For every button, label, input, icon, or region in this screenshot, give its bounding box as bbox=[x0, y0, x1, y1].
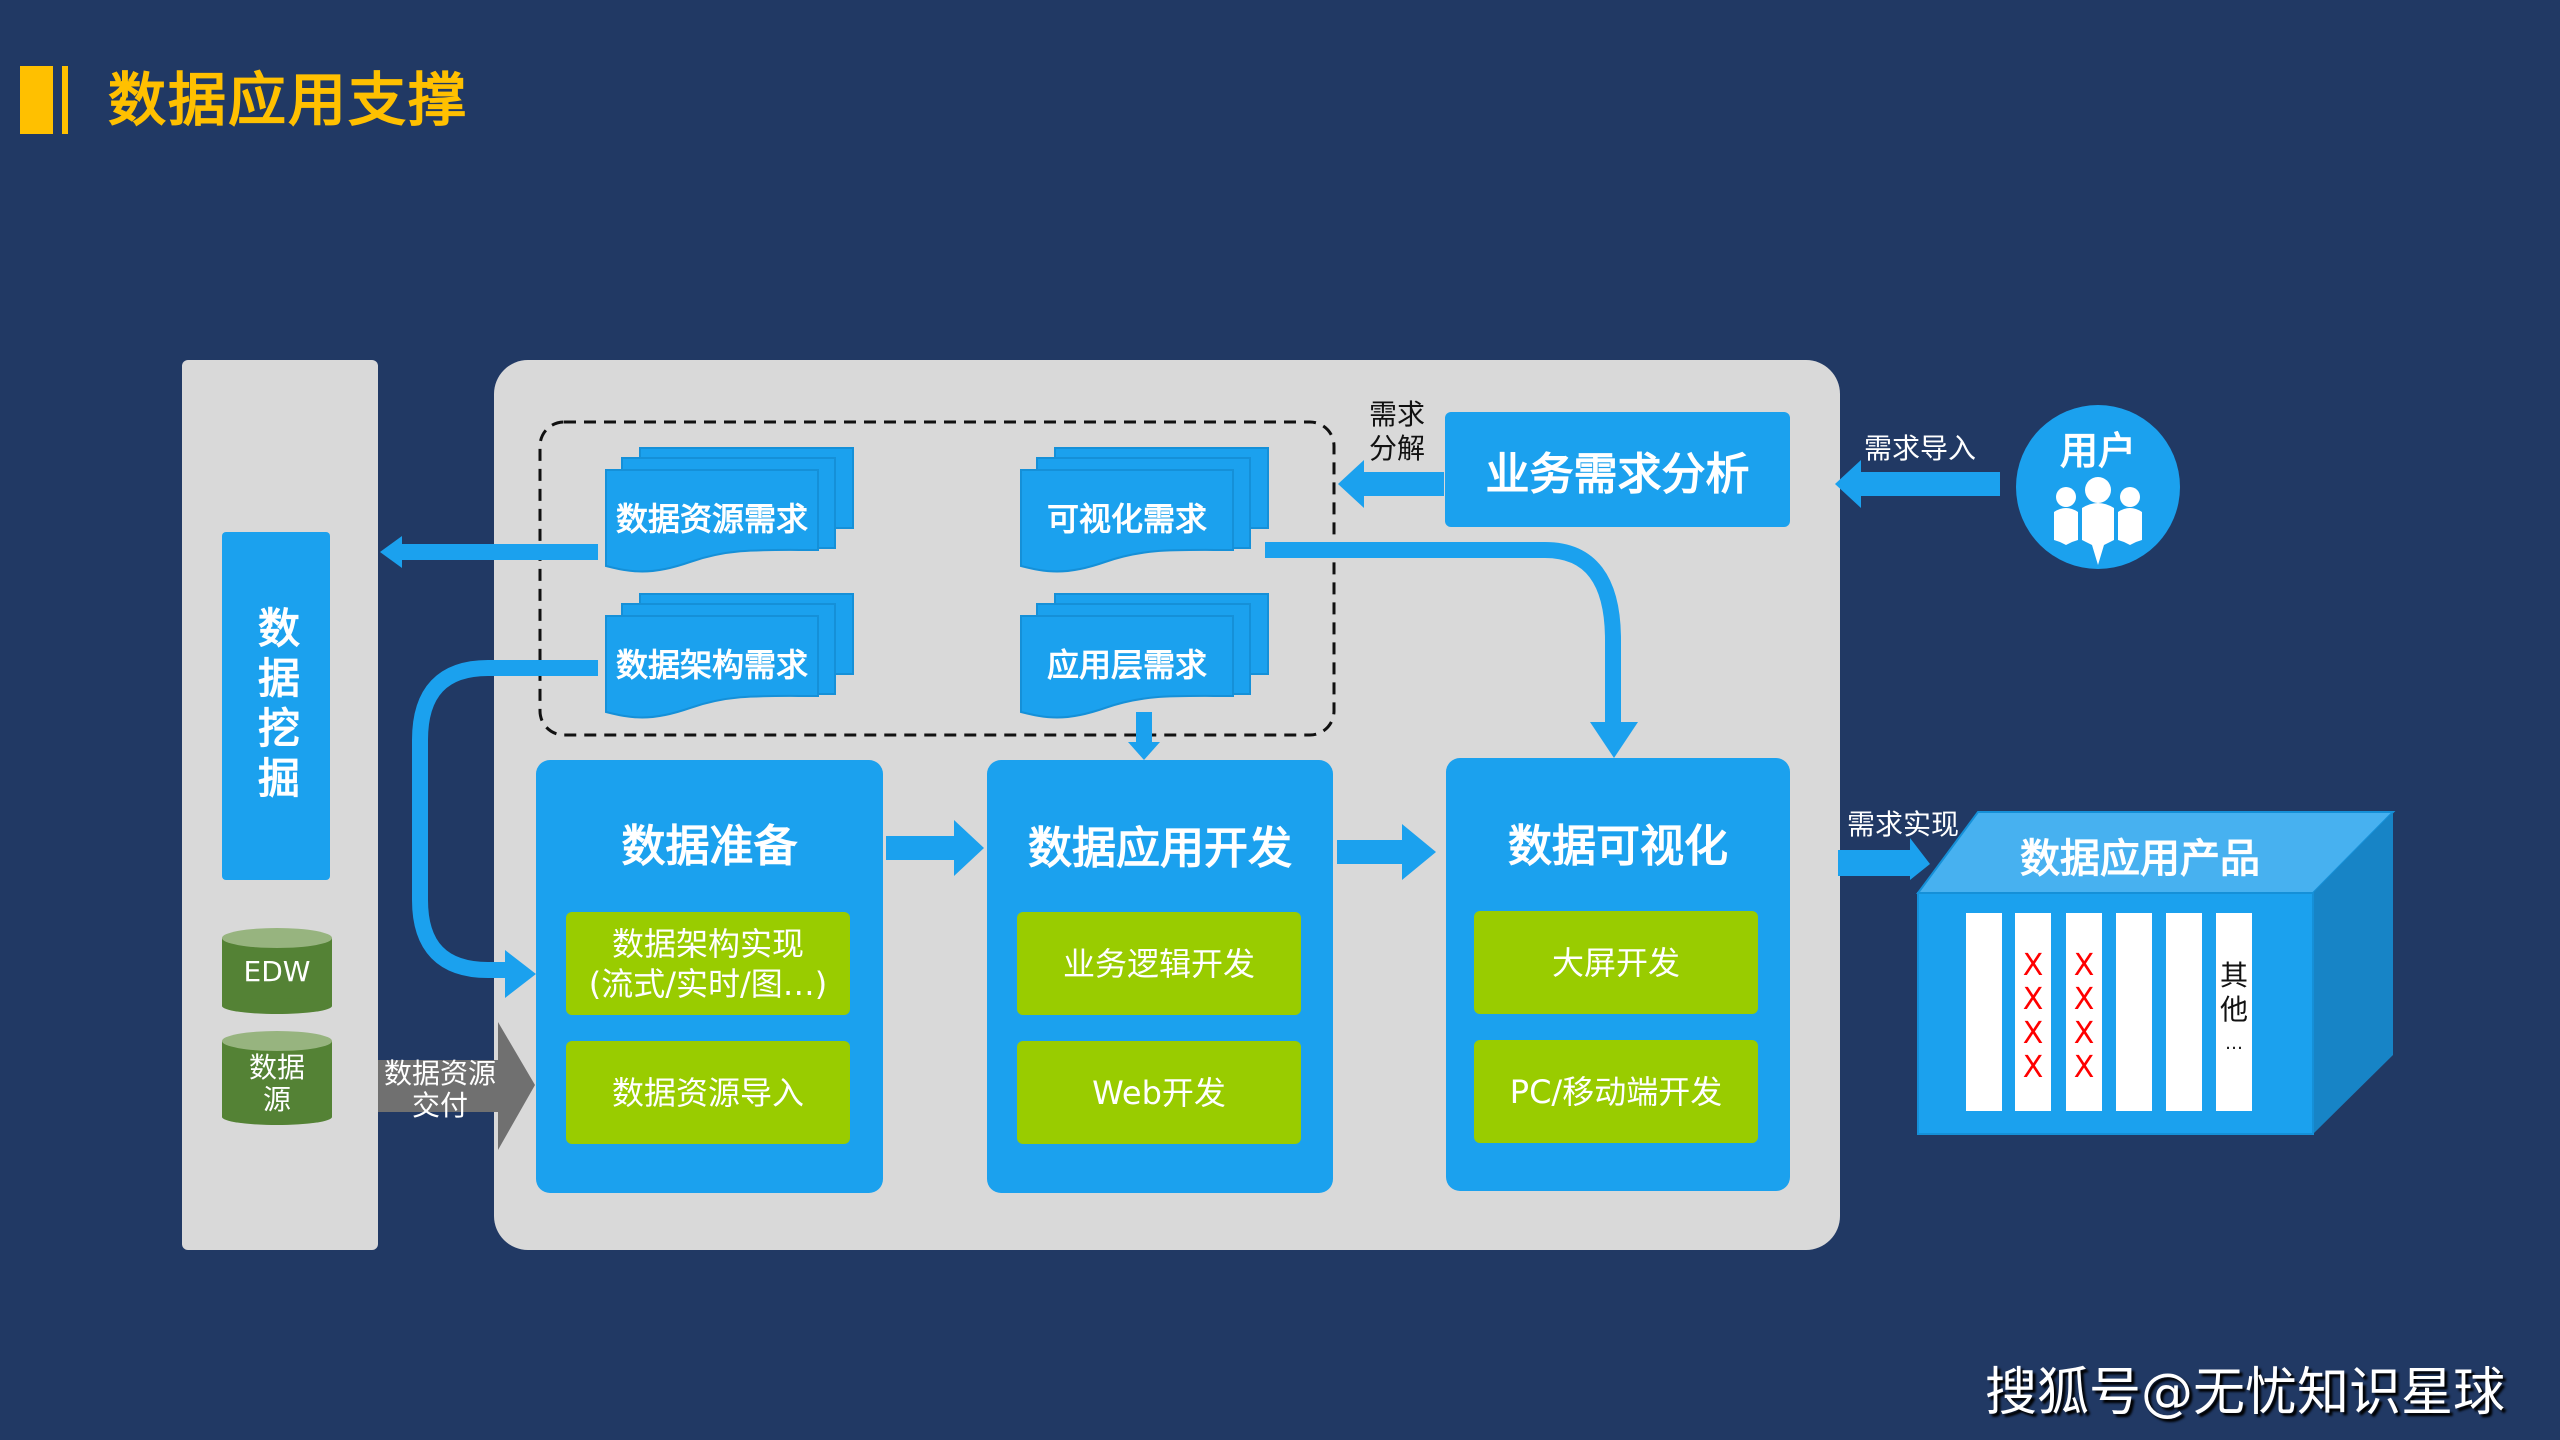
other-line1: 其 bbox=[2219, 959, 2248, 992]
stage-title: 数据应用开发 bbox=[1028, 823, 1292, 874]
decompose-label-line2: 分解 bbox=[1368, 432, 1425, 465]
stage-item: Web开发 bbox=[1017, 1041, 1301, 1144]
stage-title: 数据可视化 bbox=[1508, 821, 1728, 872]
other-line3: … bbox=[2225, 1033, 2243, 1054]
req-data-architecture: 数据架构需求 bbox=[615, 646, 808, 684]
user-label: 用户 bbox=[2059, 429, 2136, 473]
stage-item-line2: (流式/实时/图…) bbox=[588, 964, 828, 1003]
doc-stack-data-resource bbox=[605, 447, 854, 573]
product-slot bbox=[2116, 913, 2152, 1111]
slot-mark: X bbox=[2022, 948, 2044, 983]
arrow-visualization-to-vis bbox=[1265, 542, 1621, 722]
doc-stack-data-architecture bbox=[605, 593, 854, 719]
delivery-label-line2: 交付 bbox=[411, 1089, 468, 1122]
product-title: 数据应用产品 bbox=[2020, 836, 2260, 882]
other-line2: 他 bbox=[2219, 993, 2248, 1026]
stage-app-dev: 数据应用开发 业务逻辑开发 Web开发 bbox=[987, 760, 1333, 1193]
stage-item: PC/移动端开发 bbox=[1474, 1040, 1758, 1143]
arrow-to-data-mining bbox=[380, 536, 598, 568]
stage-item: 业务逻辑开发 bbox=[1017, 912, 1301, 1015]
arrow-import bbox=[1835, 460, 1861, 508]
stage-item: 数据资源导入 bbox=[566, 1041, 850, 1144]
title-accent-bar bbox=[20, 66, 53, 134]
product-slot bbox=[2166, 913, 2202, 1111]
arrow-decompose bbox=[1338, 460, 1364, 508]
req-data-resource: 数据资源需求 bbox=[615, 500, 808, 538]
slot-mark: X bbox=[2073, 982, 2095, 1017]
business-analysis-box: 业务需求分析 bbox=[1445, 412, 1790, 527]
arrow-architecture-to-prep bbox=[412, 660, 598, 978]
req-application-layer: 应用层需求 bbox=[1046, 646, 1207, 684]
slot-mark: X bbox=[2022, 1016, 2044, 1051]
stage-title: 数据准备 bbox=[621, 821, 798, 872]
product-slot-other: 其 他 … bbox=[2216, 913, 2252, 1111]
arrow-realize bbox=[1838, 838, 1930, 880]
doc-stack-visualization bbox=[1020, 447, 1269, 573]
req-visualization: 可视化需求 bbox=[1046, 500, 1207, 538]
slot-mark: X bbox=[2022, 1050, 2044, 1085]
slot-mark: X bbox=[2073, 948, 2095, 983]
delivery-arrow bbox=[378, 1022, 535, 1150]
stage-item: 大屏开发 bbox=[1474, 911, 1758, 1014]
product-slot: X X X X bbox=[2015, 913, 2051, 1111]
product-slot: X X X X bbox=[2066, 913, 2102, 1111]
stage-data-prep: 数据准备 数据架构实现 (流式/实时/图…) 数据资源导入 bbox=[536, 760, 883, 1193]
doc-stack-application-layer bbox=[1020, 593, 1269, 719]
page-title: 数据应用支撑 bbox=[108, 66, 469, 134]
slot-mark: X bbox=[2022, 982, 2044, 1017]
arrow-prep-to-dev bbox=[886, 820, 984, 876]
title-accent-line bbox=[62, 66, 68, 134]
data-mining-box: 数据挖掘 bbox=[222, 532, 330, 880]
users-group-icon bbox=[2054, 477, 2142, 565]
data-source-label-line1: 数据 bbox=[248, 1051, 305, 1084]
import-label: 需求导入 bbox=[1863, 432, 1976, 465]
requirements-dashed-box bbox=[538, 420, 1336, 737]
realize-label: 需求实现 bbox=[1846, 808, 1959, 841]
edw-database-icon bbox=[222, 928, 332, 1014]
slot-mark: X bbox=[2073, 1016, 2095, 1051]
data-source-database-icon bbox=[222, 1031, 332, 1125]
stage-item-line1: 数据架构实现 bbox=[611, 924, 804, 963]
decompose-label-line1: 需求 bbox=[1368, 398, 1425, 431]
edw-label: EDW bbox=[243, 955, 311, 988]
slot-mark: X bbox=[2073, 1050, 2095, 1085]
arrow-to-app-dev bbox=[1128, 742, 1160, 760]
watermark: 搜狐号@无忧知识星球 bbox=[1985, 1363, 2506, 1423]
product-slot bbox=[1966, 913, 2002, 1111]
arrow-dev-to-vis bbox=[1337, 824, 1436, 880]
stage-item: 数据架构实现 (流式/实时/图…) bbox=[566, 912, 850, 1015]
stage-data-vis: 数据可视化 大屏开发 PC/移动端开发 bbox=[1446, 758, 1790, 1191]
data-source-label-line2: 源 bbox=[262, 1083, 291, 1116]
delivery-label-line1: 数据资源 bbox=[383, 1057, 496, 1090]
